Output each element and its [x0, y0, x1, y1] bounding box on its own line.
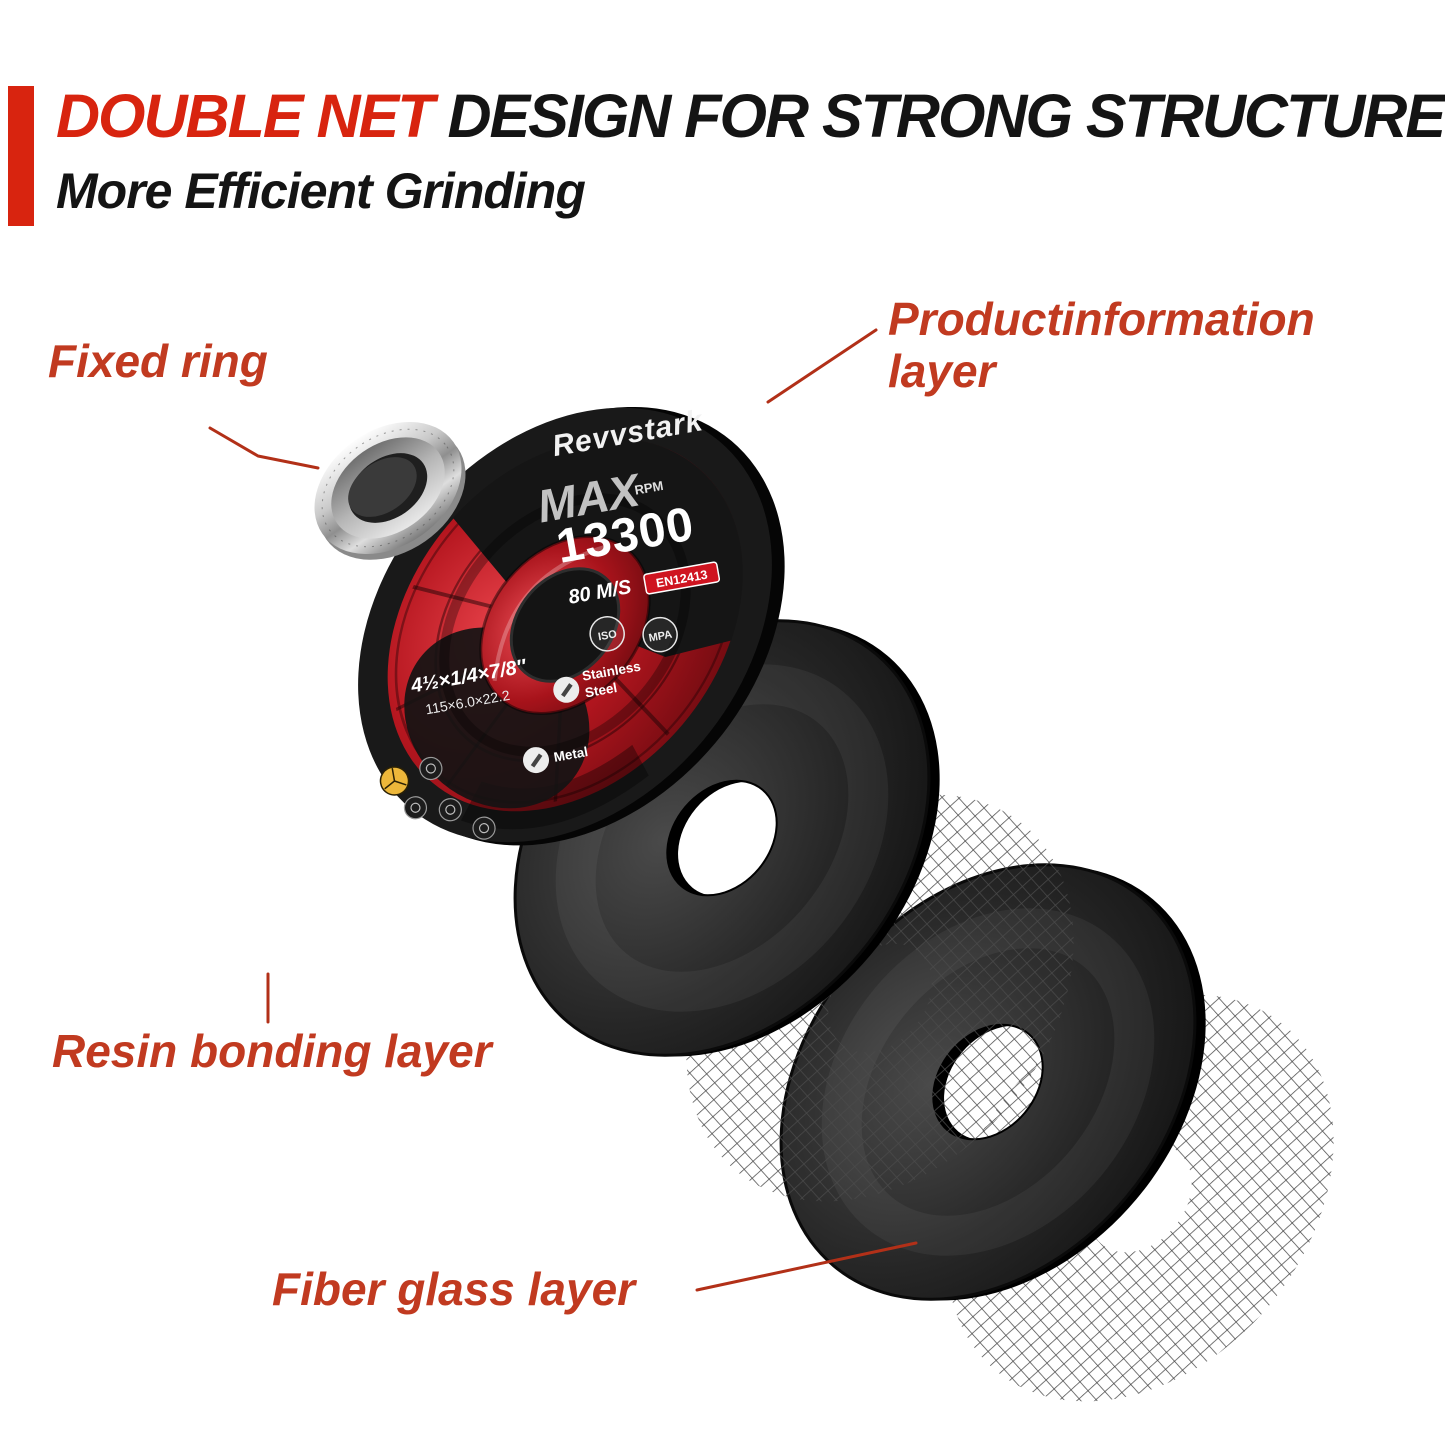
fixed-ring — [314, 421, 466, 560]
safety-pictogram-icon — [438, 798, 462, 822]
product-info-disc — [358, 406, 785, 846]
safety-pictogram-glyph — [425, 763, 436, 774]
leader-line-product-info — [766, 328, 878, 404]
safety-pictogram-cluster — [379, 756, 496, 840]
safety-pictogram-icon — [419, 756, 443, 781]
stainless-steel-icon-glyph — [561, 683, 573, 698]
leader-line-fiber — [695, 1241, 918, 1292]
callout-product-info-line1: Productinformation — [888, 293, 1315, 345]
safety-pictogram-icon — [403, 796, 428, 820]
callout-product-info: Productinformation layer — [888, 293, 1408, 397]
depressed-center-ring — [439, 493, 691, 757]
ring-bore-shadow — [348, 457, 417, 517]
callout-resin-bonding: Resin bonding layer — [52, 1025, 492, 1077]
safety-pictogram-glyph — [478, 823, 490, 834]
safety-pictogram-glyph — [445, 804, 456, 815]
safety-pictogram-glyph — [410, 802, 421, 813]
subheadline: More Efficient Grinding — [56, 163, 586, 220]
arbor-hole — [511, 568, 619, 682]
disc-sheen — [821, 908, 1155, 1256]
header: DOUBLE NET DESIGN FOR STRONG STRUCTURE M… — [56, 82, 1445, 220]
leader-lines — [208, 328, 918, 1292]
callout-fiber-glass: Fiber glass layer — [272, 1263, 636, 1315]
accent-bar — [8, 86, 34, 226]
arbor-hole-rim — [509, 567, 621, 683]
material-stainless-text-2: Steel — [584, 680, 618, 700]
callout-fixed-ring: Fixed ring — [48, 335, 268, 387]
headline: DOUBLE NET DESIGN FOR STRONG STRUCTURE — [56, 82, 1445, 150]
headline-highlight: DOUBLE NET — [56, 82, 434, 150]
iso-text: ISO — [597, 628, 618, 643]
pie-chart-icon-lines — [384, 768, 407, 790]
metal-icon-glyph — [530, 753, 543, 768]
headline-rest: DESIGN FOR STRONG STRUCTURE — [432, 82, 1445, 150]
mpa-text: MPA — [648, 629, 673, 645]
disc-label-text: Revvstark MAX RPM 13300 80 M/S EN12413 I… — [379, 404, 721, 840]
disc-hole-rim — [666, 779, 778, 897]
rpm-text: RPM — [633, 478, 664, 498]
standard-badge — [643, 561, 721, 595]
mpa-badge-icon — [642, 616, 678, 653]
safety-pictogram-icon — [472, 816, 496, 840]
leader-line-fixed-ring — [208, 426, 320, 470]
material-metal-text: Metal — [553, 744, 590, 765]
iso-badge-icon — [589, 616, 625, 652]
callout-product-info-line2: layer — [888, 344, 996, 397]
